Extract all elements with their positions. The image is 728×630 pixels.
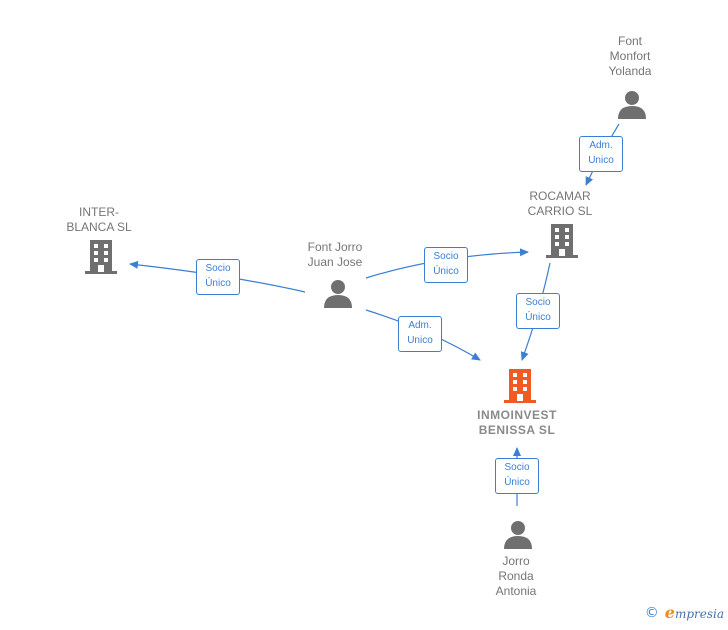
node-label-font-monfort[interactable]: Font Monfort Yolanda [608, 34, 652, 78]
node-label-rocamar[interactable]: ROCAMAR CARRIO SL [527, 189, 593, 218]
edge-label-socio-unico: Socio Único [495, 458, 539, 494]
building-icon[interactable] [546, 224, 578, 258]
person-icon[interactable] [503, 519, 533, 549]
building-focus-icon[interactable] [504, 369, 536, 403]
edge-label-adm-unico: Adm. Unico [579, 136, 623, 172]
node-label-inter-blanca[interactable]: INTER- BLANCA SL [66, 205, 132, 234]
edge-label-socio-unico: Socio Único [196, 259, 240, 295]
person-icon[interactable] [617, 89, 647, 119]
edge-label-adm-unico: Adm. Unico [398, 316, 442, 352]
brand-logo: empresia [664, 603, 724, 622]
building-icon[interactable] [85, 240, 117, 274]
edge-label-socio-unico: Socio Único [424, 247, 468, 283]
node-label-font-jorro[interactable]: Font Jorro Juan Jose [307, 240, 363, 269]
person-icon[interactable] [323, 278, 353, 308]
copyright-icon: © [644, 604, 659, 621]
node-label-inmoinvest[interactable]: INMOINVEST BENISSA SL [477, 408, 557, 437]
edge-label-socio-unico: Socio Único [516, 293, 560, 329]
brand-footer: © empresia [645, 603, 724, 622]
node-label-jorro-ronda[interactable]: Jorro Ronda Antonia [495, 554, 537, 598]
